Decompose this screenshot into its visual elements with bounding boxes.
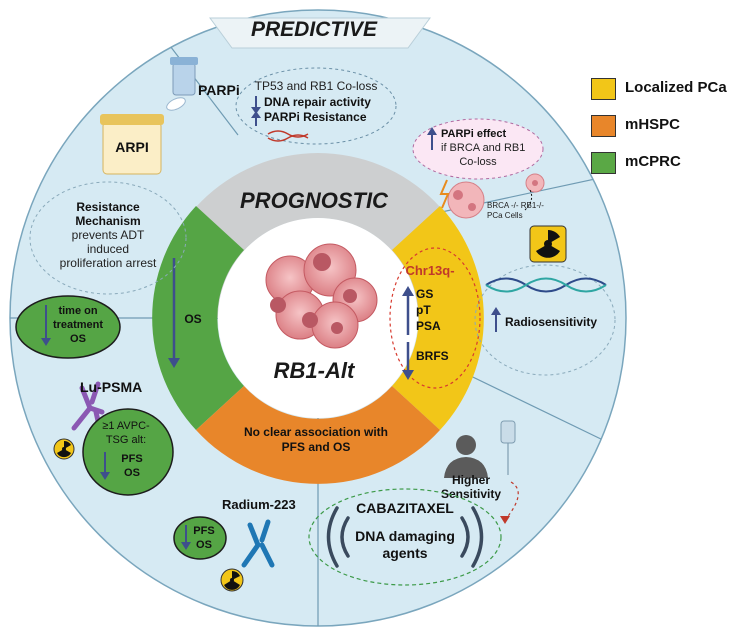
- down-arrow-icon: [41, 305, 51, 346]
- parpi-dashed-bubble: [235, 67, 397, 145]
- center-title: RB1-Alt: [274, 358, 356, 383]
- legend: Localized PCa mHSPC mCPRC: [591, 74, 741, 185]
- psa-label: PSA: [416, 319, 441, 333]
- ring-orange-segment: [196, 386, 440, 484]
- lu-psma-label: Lu-PSMA: [80, 379, 142, 395]
- parpi-resistance: PARPi Resistance: [264, 110, 367, 124]
- orange-line2: PFS and OS: [282, 440, 351, 454]
- parpi-effect-line2: if BRCA and RB1: [441, 142, 525, 154]
- gs-label: GS: [416, 287, 433, 301]
- higher-line2: Sensitivity: [441, 487, 501, 501]
- ring-green-os: OS: [184, 312, 201, 326]
- lu-line4: OS: [124, 467, 140, 479]
- legend-swatch: [591, 78, 616, 100]
- cabazitaxel-label: CABAZITAXEL: [356, 500, 454, 516]
- down-arrow-icon: [168, 258, 180, 368]
- higher-line1: Higher: [452, 473, 490, 487]
- prognostic-title: PROGNOSTIC: [240, 188, 389, 213]
- pill-jar-icon: [100, 114, 164, 175]
- predictive-title: PREDICTIVE: [251, 18, 378, 41]
- arpi-line3: prevents ADT: [72, 228, 145, 242]
- arpi-line5: proliferation arrest: [60, 256, 157, 270]
- time-line3: OS: [70, 333, 86, 345]
- time-line2: treatment: [53, 319, 103, 331]
- down-arrow-icon: [402, 342, 414, 380]
- ring-yellow-segment: [392, 206, 484, 430]
- arpi-line2: Mechanism: [75, 214, 140, 228]
- pill-bottle-icon: [166, 57, 198, 111]
- lightning-icon: [439, 179, 450, 209]
- patient-icon: [444, 435, 488, 478]
- antibody-icon: [241, 519, 275, 568]
- parpi-coloss: TP53 and RB1 Co-loss: [255, 79, 378, 93]
- legend-swatch: [591, 152, 616, 174]
- time-line1: time on: [58, 305, 97, 317]
- legend-label: Localized PCa: [625, 79, 727, 96]
- iv-bag-icon: [500, 420, 516, 475]
- radio-label: Radiosensitivity: [505, 315, 597, 329]
- time-on-treatment-bubble: [15, 295, 121, 359]
- legend-item: Localized PCa: [591, 74, 741, 111]
- arpi-label: ARPI: [115, 139, 148, 155]
- brfs-label: BRFS: [416, 349, 449, 363]
- chr13q-label: Chr13q-: [405, 263, 454, 278]
- dna-damaging-line1: DNA damaging: [355, 528, 455, 544]
- lu-line3: PFS: [121, 453, 142, 465]
- radiation-icon: [53, 438, 75, 460]
- up-arrow-icon: [427, 127, 437, 150]
- radium-label: Radium-223: [222, 497, 296, 512]
- orange-line1: No clear association with: [244, 425, 388, 439]
- parpi-repair: DNA repair activity: [264, 95, 371, 109]
- down-arrow-icon: [181, 525, 191, 550]
- legend-label: mHSPC: [625, 116, 681, 133]
- legend-item: mCPRC: [591, 148, 741, 185]
- radiation-sign-icon: [529, 225, 567, 263]
- dna-damaging-line2: agents: [382, 545, 427, 561]
- cells-arrow-icon: [524, 189, 533, 211]
- cells-line1: BRCA -/- RB1-/-: [487, 201, 544, 210]
- parpi-effect-bubble: [412, 118, 544, 180]
- legend-label: mCPRC: [625, 153, 681, 170]
- cabazitaxel-bubble: [308, 488, 502, 586]
- arpi-line4: induced: [87, 242, 129, 256]
- radium-os: OS: [196, 539, 212, 551]
- tumor-cells-icon: [265, 243, 378, 349]
- dna-strand-icon: [267, 130, 309, 138]
- dna-helix-icon: [485, 277, 607, 293]
- legend-swatch: [591, 115, 616, 137]
- pt-label: pT: [416, 303, 431, 317]
- parpi-label: PARPi: [198, 82, 240, 98]
- parpi-effect-line1: PARPi effect: [441, 128, 507, 140]
- legend-item: mHSPC: [591, 111, 741, 148]
- down-arrow-icon: [251, 96, 261, 114]
- radiation-icon: [220, 568, 244, 592]
- parpi-effect-line3: Co-loss: [459, 156, 497, 168]
- up-arrow-icon: [251, 111, 261, 126]
- radio-dashed-bubble: [474, 264, 616, 376]
- lu-line1: ≥1 AVPC-: [102, 420, 150, 432]
- radium-bubble: [173, 516, 227, 560]
- cells-line2: PCa Cells: [487, 211, 523, 220]
- sensitivity-arrow-icon: [504, 481, 519, 521]
- cancer-cells-icon: [447, 173, 545, 219]
- ring-gray-segment: [153, 153, 483, 318]
- wave-brackets-icon: [326, 506, 484, 568]
- chr13q-dashed-outline: [389, 247, 481, 389]
- up-arrow-icon: [402, 286, 414, 335]
- lu-line2: TSG alt:: [106, 434, 146, 446]
- arpi-line1: Resistance: [76, 200, 140, 214]
- up-arrow-icon: [491, 307, 501, 332]
- radium-pfs: PFS: [193, 525, 214, 537]
- down-arrow-icon: [100, 452, 110, 480]
- arpi-dashed-bubble: [29, 181, 187, 295]
